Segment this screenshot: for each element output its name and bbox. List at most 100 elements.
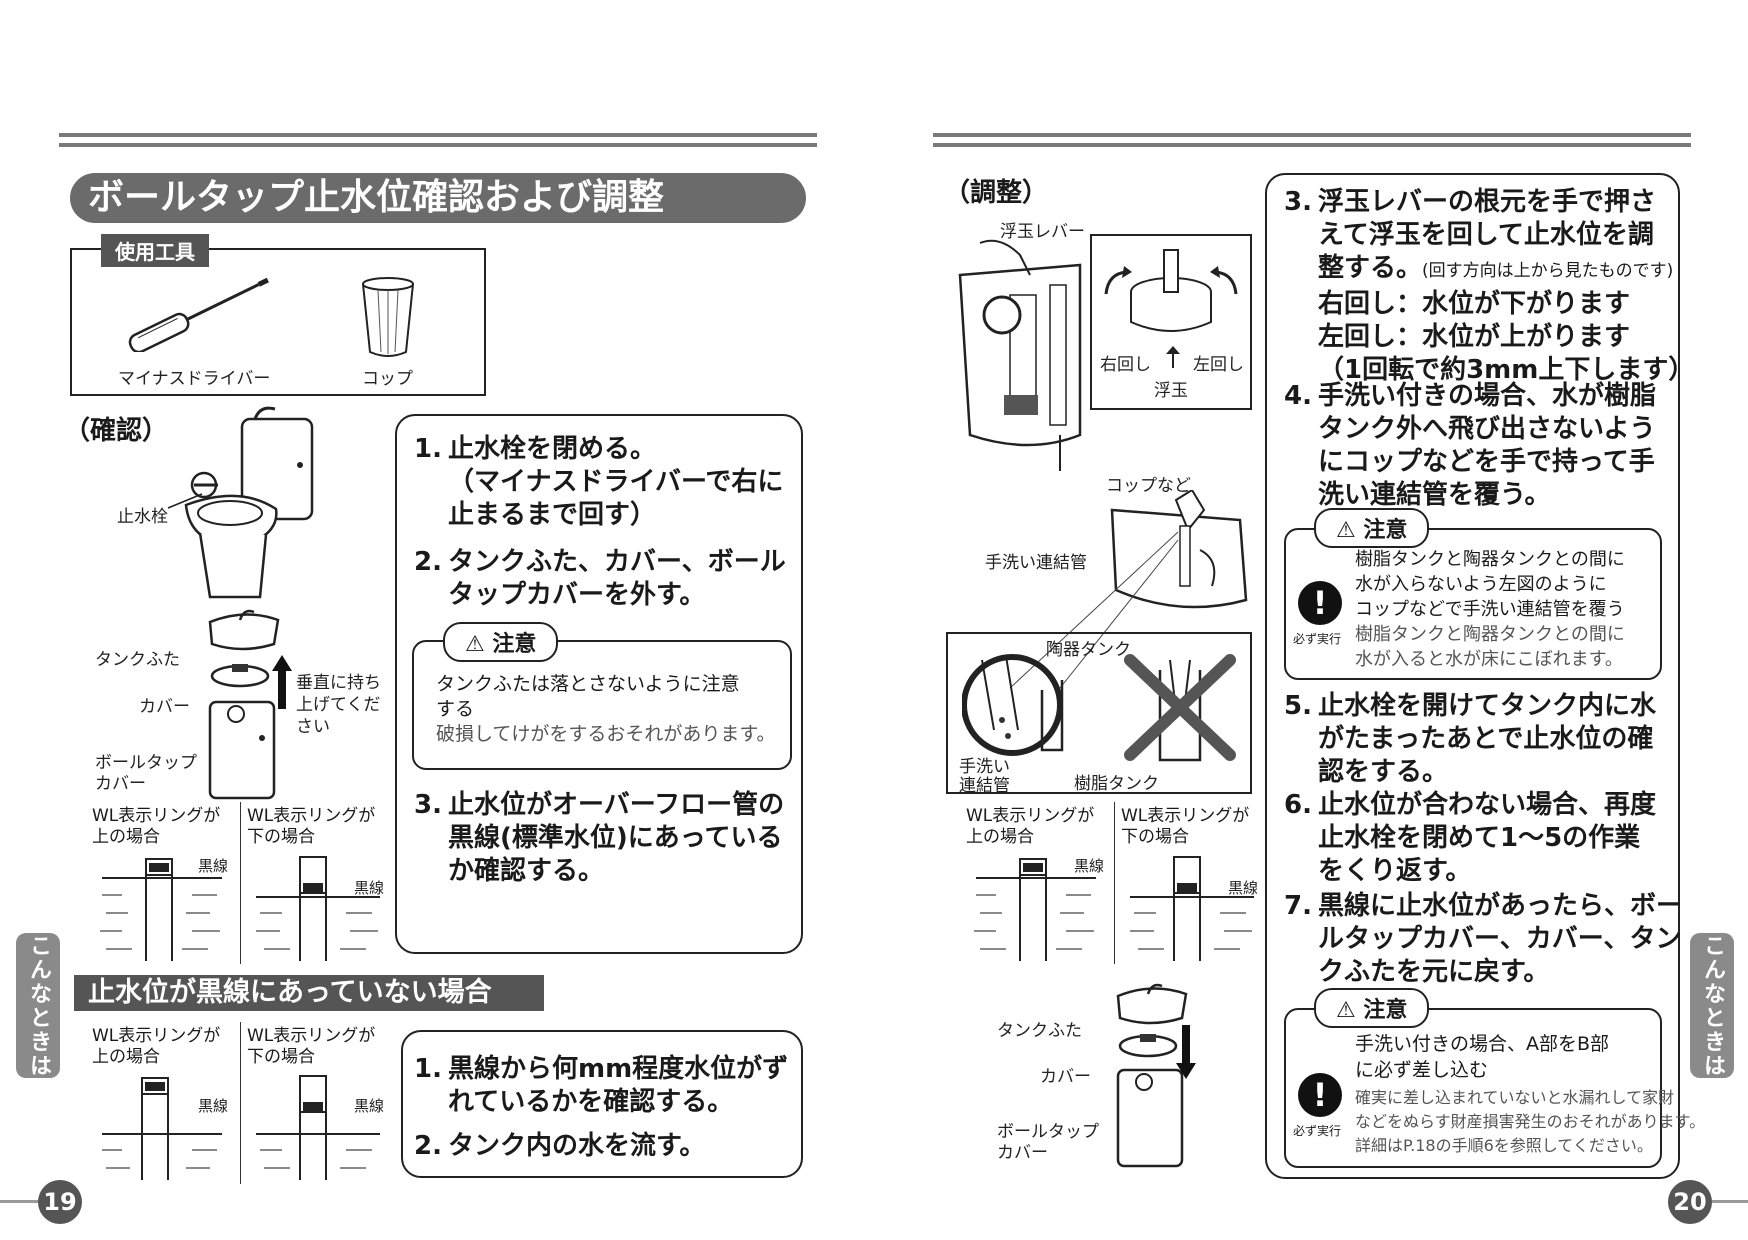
correct-method-diagram [962, 654, 1064, 756]
balltap-cover-label: ボールタップ [997, 1122, 1099, 1142]
wl-divider [1114, 802, 1115, 964]
must-do-label: 必ず実行 [1293, 632, 1342, 646]
caution-text: 手洗い付きの場合、A部をB部に必ず差し込む [1355, 1033, 1610, 1081]
right-turn-label: 右回し [1100, 355, 1151, 375]
hand-wash-pipe-label-2: 手洗い [959, 757, 1010, 777]
must-do-icon: ! [1298, 581, 1342, 625]
toilet-illustration [184, 406, 314, 599]
step-2: 2.タンクふた、カバー、ボールタップカバーを外す。 [414, 547, 786, 610]
must-do-label: 必ず実行 [1293, 1124, 1342, 1138]
hand-wash-illustration [1110, 490, 1248, 609]
black-line-label: 黒線 [1228, 879, 1259, 897]
hand-wash-pipe-label-2: 連結管 [959, 776, 1010, 796]
black-line-label: 黒線 [354, 879, 385, 897]
valve-leader [167, 493, 203, 509]
wl-below-diagram-r [1130, 856, 1254, 961]
step-2b: 2.タンク内の水を流す。 [414, 1131, 706, 1161]
adjust-heading: （調整） [944, 178, 1049, 208]
steps-box [1265, 173, 1680, 1179]
hand-wash-pipe-label: 手洗い連結管 [985, 553, 1087, 573]
valve-label: 止水栓 [117, 507, 168, 527]
step-6: 6.止水位が合わない場合、再度止水栓を閉めて1～5の作業をくり返す。 [1284, 790, 1657, 886]
top-rule [59, 133, 817, 137]
lift-instruction: 垂直に持ち [296, 673, 381, 693]
left-turn-label: 左回し [1193, 355, 1244, 375]
screwdriver-icon [128, 277, 269, 352]
top-rule [933, 133, 1691, 137]
cover-label: カバー [1040, 1067, 1091, 1087]
wl-below-title: WL表示リングが下の場合 [1121, 806, 1250, 847]
page-number: 19 [38, 1180, 82, 1224]
wl-above-title: WL表示リングが上の場合 [92, 1026, 221, 1067]
wl-above-diagram-2 [102, 1077, 222, 1180]
caution-text: タンクふたは落とさないように注意する破損してけがをするおそれがあります。 [436, 673, 776, 745]
page-title: ボールタップ止水位確認および調整 [70, 173, 806, 223]
wl-above-title: WL表示リングが上の場合 [966, 806, 1095, 847]
float-lever-label: 浮玉レバー [1000, 222, 1085, 242]
caution-tag: ⚠ 注意 [443, 622, 559, 662]
balltap-cover-label: カバー [95, 774, 146, 794]
float-inset-box [1090, 234, 1252, 410]
screwdriver-label: マイナスドライバー [118, 369, 271, 389]
warning-icon: ⚠ [1336, 998, 1364, 1023]
step-3: 3.浮玉レバーの根元を手で押さえて浮玉を回して止水位を調整する。(回す方向は上か… [1284, 187, 1695, 385]
tank-lid-label: タンクふた [95, 650, 180, 670]
step-5: 5.止水栓を開けてタンク内に水がたまったあとで止水位の確認をする。 [1284, 691, 1657, 787]
step-4: 4.手洗い付きの場合、水が樹脂タンク外へ飛び出さないようにコップなどを手で持って… [1284, 381, 1657, 510]
side-tab[interactable]: こんなときは [16, 933, 60, 1078]
side-tab[interactable]: こんなときは [1690, 933, 1734, 1078]
step-1b: 1.黒線から何mm程度水位がずれているかを確認する。 [414, 1054, 789, 1117]
tank-parts-illustration [208, 609, 280, 800]
page-number-rule [1712, 1200, 1748, 1203]
steps-box-2 [401, 1030, 803, 1178]
caution-box [412, 640, 792, 770]
balltap-cover-label: ボールタップ [95, 753, 197, 773]
wl-below-diagram [256, 856, 380, 961]
tank-lid-label: タンクふた [997, 1021, 1082, 1041]
page-number-rule [0, 1200, 60, 1203]
reassembly-illustration [1116, 983, 1188, 1168]
caution-tag: ⚠ 注意 [1314, 988, 1430, 1028]
wl-divider [240, 802, 241, 964]
must-do-icon: ! [1298, 1073, 1342, 1117]
up-arrow-icon [272, 655, 292, 709]
float-rotation-diagram [1104, 249, 1238, 332]
wl-above-diagram [100, 858, 222, 961]
ceramic-tank-label: 陶器タンク [1046, 640, 1131, 660]
caution-detail: 確実に差し込まれていないと水漏れして家財などをぬらす財産損害発生のおそれがありま… [1355, 1088, 1706, 1155]
cup-icon [362, 277, 414, 357]
confirm-heading: （確認） [64, 416, 169, 446]
wl-below-title: WL表示リングが下の場合 [247, 1026, 376, 1067]
black-line-label: 黒線 [354, 1097, 385, 1115]
caution-box-1 [1284, 528, 1662, 680]
lift-instruction: 上げてくだ [296, 695, 381, 715]
black-line-label: 黒線 [198, 1097, 229, 1115]
float-label: 浮玉 [1154, 381, 1188, 401]
page-number: 20 [1668, 1180, 1712, 1224]
lift-instruction: さい [296, 717, 330, 737]
step-1: 1.止水栓を閉める。（マイナスドライバーで右に止まるまで回す） [414, 434, 784, 530]
cover-label: カバー [139, 697, 190, 717]
warning-icon: ⚠ [1336, 518, 1364, 543]
wl-below-title: WL表示リングが下の場合 [247, 806, 376, 847]
wl-divider [240, 1022, 241, 1184]
section-band: 止水位が黒線にあっていない場合 [74, 975, 544, 1011]
down-arrow-icon [1176, 1025, 1196, 1079]
warning-icon: ⚠ [465, 632, 493, 657]
tools-box [70, 248, 486, 396]
caution-tag: ⚠ 注意 [1314, 508, 1430, 548]
wrong-method-diagram [1124, 654, 1236, 762]
balltap-cover-label: カバー [997, 1143, 1048, 1163]
wl-above-diagram-r [974, 858, 1096, 961]
black-line-label: 黒線 [198, 857, 229, 875]
wl-above-title: WL表示リングが上の場合 [92, 806, 221, 847]
tools-tag: 使用工具 [101, 234, 209, 267]
step-3: 3.止水位がオーバーフロー管の黒線(標準水位)にあっているか確認する。 [414, 790, 785, 886]
cup-label: コップ [362, 369, 413, 389]
cup-etc-label: コップなど [1106, 476, 1191, 496]
resin-tank-label: 樹脂タンク [1074, 774, 1159, 794]
float-pointer-arrow [1166, 346, 1180, 368]
steps-box [395, 414, 803, 954]
caution-box-2 [1284, 1008, 1662, 1168]
pipe-inset-box [946, 632, 1252, 794]
